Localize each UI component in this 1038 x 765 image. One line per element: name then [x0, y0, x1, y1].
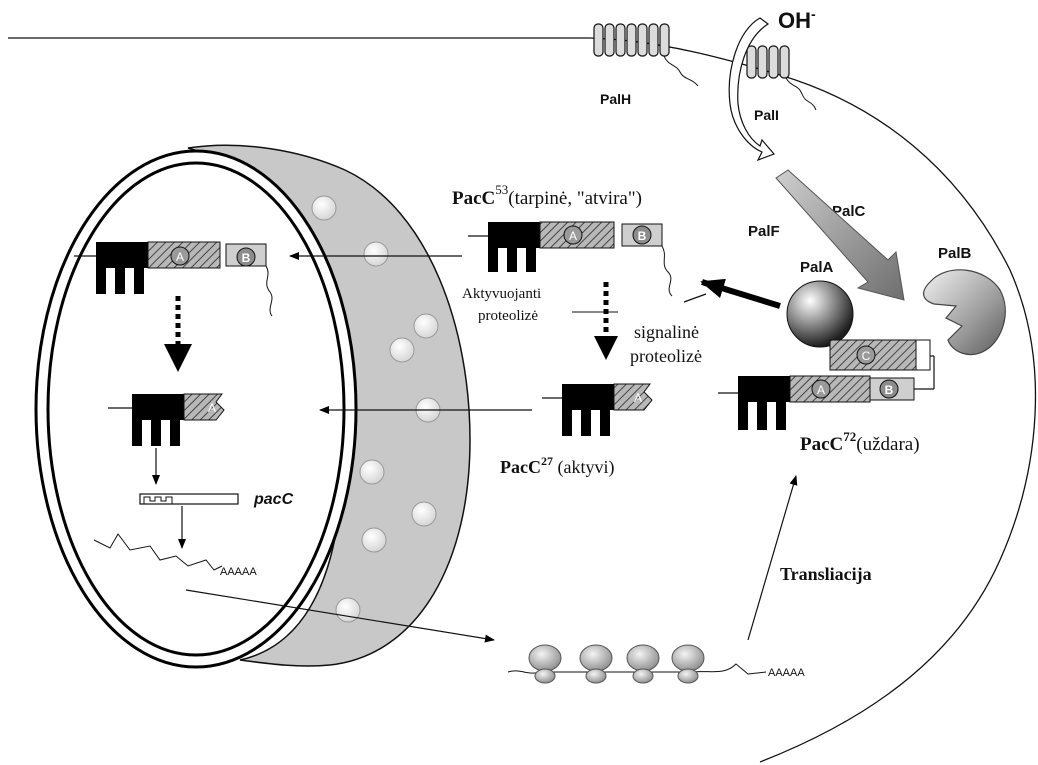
- signal-proteolysis-label-2: proteolizė: [630, 346, 702, 366]
- pacc72-domain-b-label: B: [885, 383, 894, 397]
- activating-proteolysis-label-1: Aktyvuojanti: [462, 286, 541, 302]
- ribosome-icons: [529, 645, 704, 683]
- pala-label: PalA: [800, 259, 834, 276]
- pacc27-protein: A: [542, 384, 652, 436]
- pali-label: PalI: [754, 107, 779, 123]
- pacc27-domain-a-label: A: [634, 391, 642, 405]
- pacc72-domain-c-label: C: [862, 349, 871, 363]
- pacc72-domain-a-label: A: [817, 383, 825, 397]
- pacc-gene-label: pacC: [253, 491, 294, 508]
- pacc53-protein: A B: [468, 222, 672, 296]
- pacc53-domain-b-label: B: [638, 229, 647, 243]
- translation-arrow: [748, 476, 796, 640]
- pacc27-label: PacC27 (aktyvi): [500, 454, 614, 478]
- oh-label: OH-: [778, 6, 816, 33]
- pacc72-protein: A B C: [718, 340, 934, 430]
- pacc53-domain-a-label: A: [569, 229, 577, 243]
- signal-proteolysis-label-1: signalinė: [634, 322, 699, 342]
- oh-signal-arrow: [729, 18, 774, 160]
- nuclear-domain-a-label: A: [176, 250, 184, 264]
- activating-proteolysis-label-2: proteolizė: [478, 308, 538, 324]
- pala-sphere-icon: [787, 281, 853, 347]
- nuclear-polya-label: AAAAA: [220, 566, 257, 578]
- nuclear-pacc27-domain-a-label: A: [208, 401, 216, 415]
- nuclear-domain-b-label: B: [242, 251, 251, 265]
- palh-label: PalH: [600, 91, 631, 107]
- translation-label: Transliacija: [780, 564, 872, 584]
- palb-protease-icon: [924, 270, 1006, 355]
- pacc72-label: PacC72(uždara): [800, 429, 920, 455]
- palf-label: PalF: [748, 223, 780, 240]
- pacc-gene-icon: [140, 494, 238, 504]
- pacc53-label: PacC53(tarpinė, "atvira"): [452, 182, 642, 209]
- cytoplasm-polya-label: AAAAA: [768, 667, 805, 679]
- pali-receptor-icon: [747, 46, 816, 110]
- palh-receptor-icon: [594, 24, 698, 86]
- palb-label: PalB: [938, 245, 972, 262]
- palc-signal-arrow: [776, 170, 904, 300]
- signal-proteolysis-arrow: [702, 282, 780, 306]
